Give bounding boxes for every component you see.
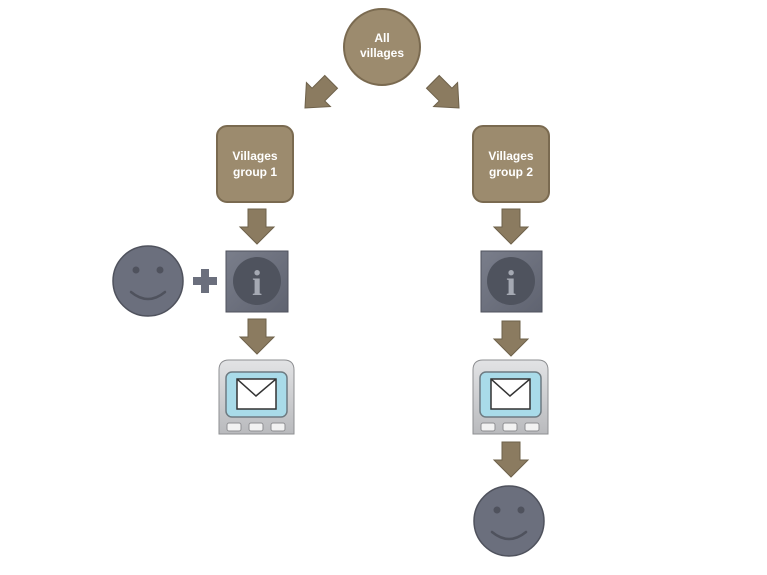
- villages-group-1-node: Villages group 1: [216, 125, 294, 203]
- all-villages-node: All villages: [343, 8, 421, 86]
- info-letter: i: [252, 263, 262, 303]
- group-1-label-line1: Villages: [232, 149, 277, 163]
- down-arrow-icon: [238, 318, 276, 355]
- phone-message-icon: [472, 359, 549, 435]
- down-arrow-icon: [238, 208, 276, 245]
- group-2-label-line1: Villages: [488, 149, 533, 163]
- plus-icon: [193, 269, 217, 293]
- villages-group-2-node: Villages group 2: [472, 125, 550, 203]
- down-right-arrow-icon: [425, 74, 460, 109]
- smiley-face-icon: [473, 485, 545, 557]
- down-arrow-icon: [492, 208, 530, 245]
- info-icon: i: [480, 250, 543, 313]
- down-arrow-icon: [492, 320, 530, 357]
- down-left-arrow-icon: [304, 74, 339, 109]
- info-letter: i: [506, 263, 516, 303]
- info-icon: i: [225, 250, 289, 313]
- smiley-face-icon: [112, 245, 184, 317]
- group-1-label-line2: group 1: [233, 165, 277, 179]
- all-villages-label-line1: All: [374, 31, 389, 45]
- group-2-label-line2: group 2: [489, 165, 533, 179]
- down-arrow-icon: [492, 441, 530, 478]
- phone-message-icon: [218, 359, 295, 435]
- all-villages-label-line2: villages: [360, 46, 404, 60]
